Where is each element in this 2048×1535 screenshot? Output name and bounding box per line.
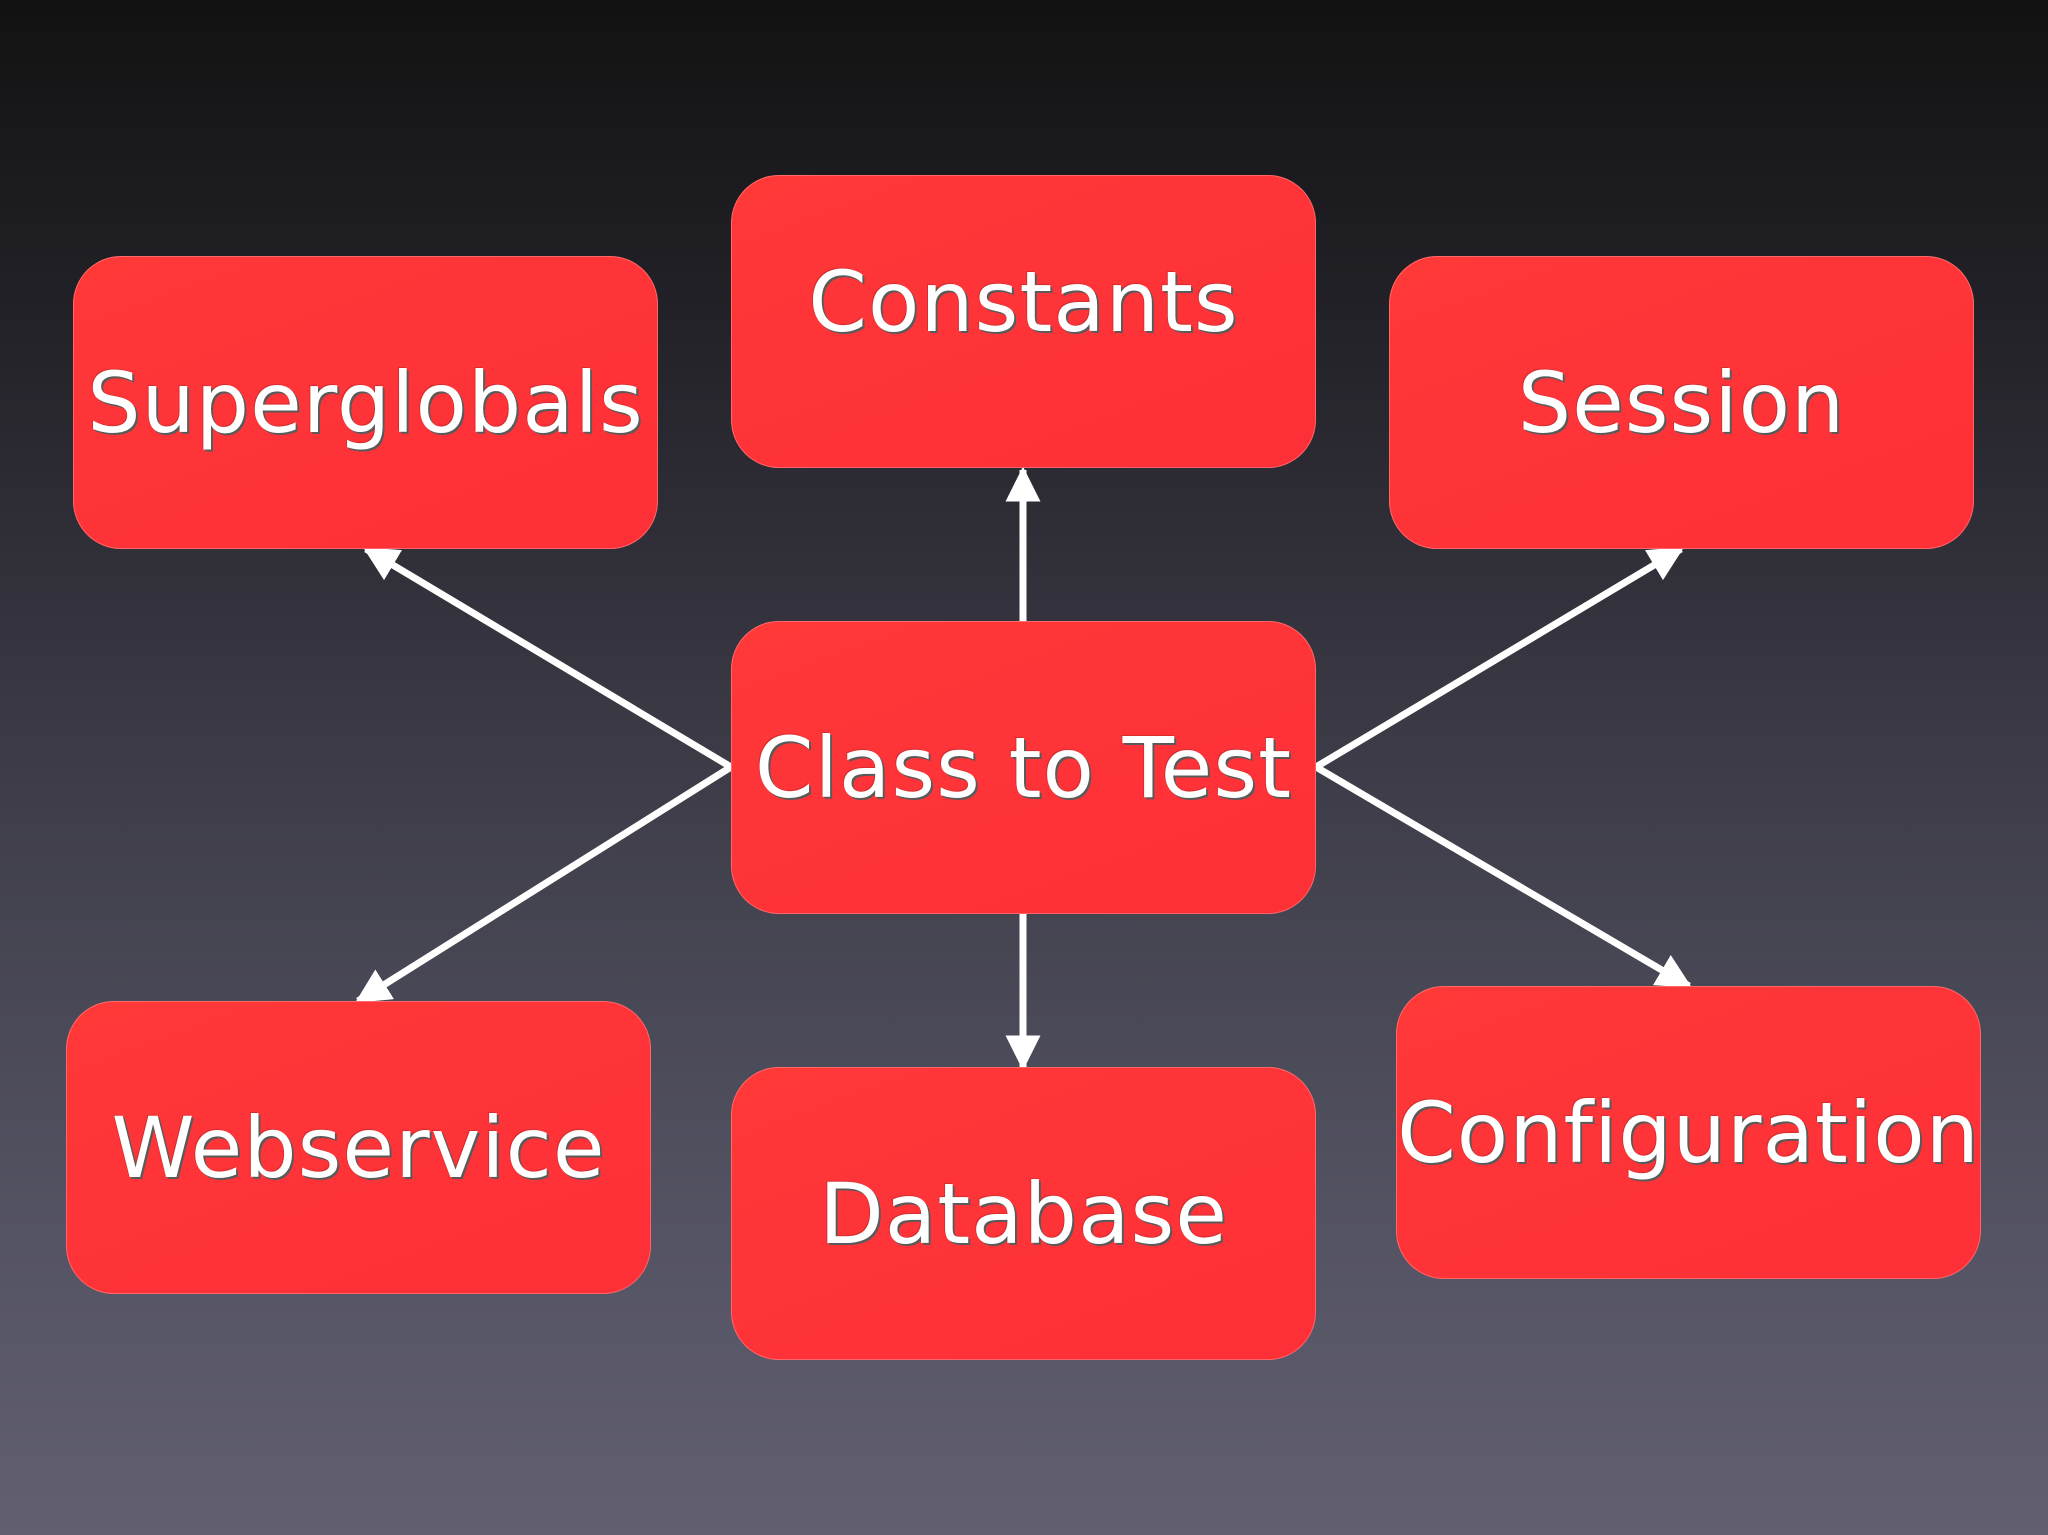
node-session: Session [1389,256,1974,549]
arrow-to-configuration [1314,763,1693,990]
arrow-to-superglobals [362,545,733,771]
node-webservice: Webservice [66,1001,651,1294]
node-database: Database [731,1067,1316,1360]
arrow-to-session [1314,545,1685,771]
node-webservice-label: Webservice [111,1098,606,1197]
node-superglobals-label: Superglobals [87,353,644,452]
node-database-label: Database [819,1164,1228,1263]
node-constants: Constants [731,175,1316,468]
node-class-to-test-label: Class to Test [754,718,1293,817]
arrow-to-webservice [355,764,733,1004]
node-configuration: Configuration [1396,986,1981,1279]
node-configuration-label: Configuration [1397,1083,1980,1182]
node-class-to-test: Class to Test [731,621,1316,914]
node-session-label: Session [1517,353,1846,452]
node-constants-label: Constants [808,252,1239,351]
node-superglobals: Superglobals [73,256,658,549]
